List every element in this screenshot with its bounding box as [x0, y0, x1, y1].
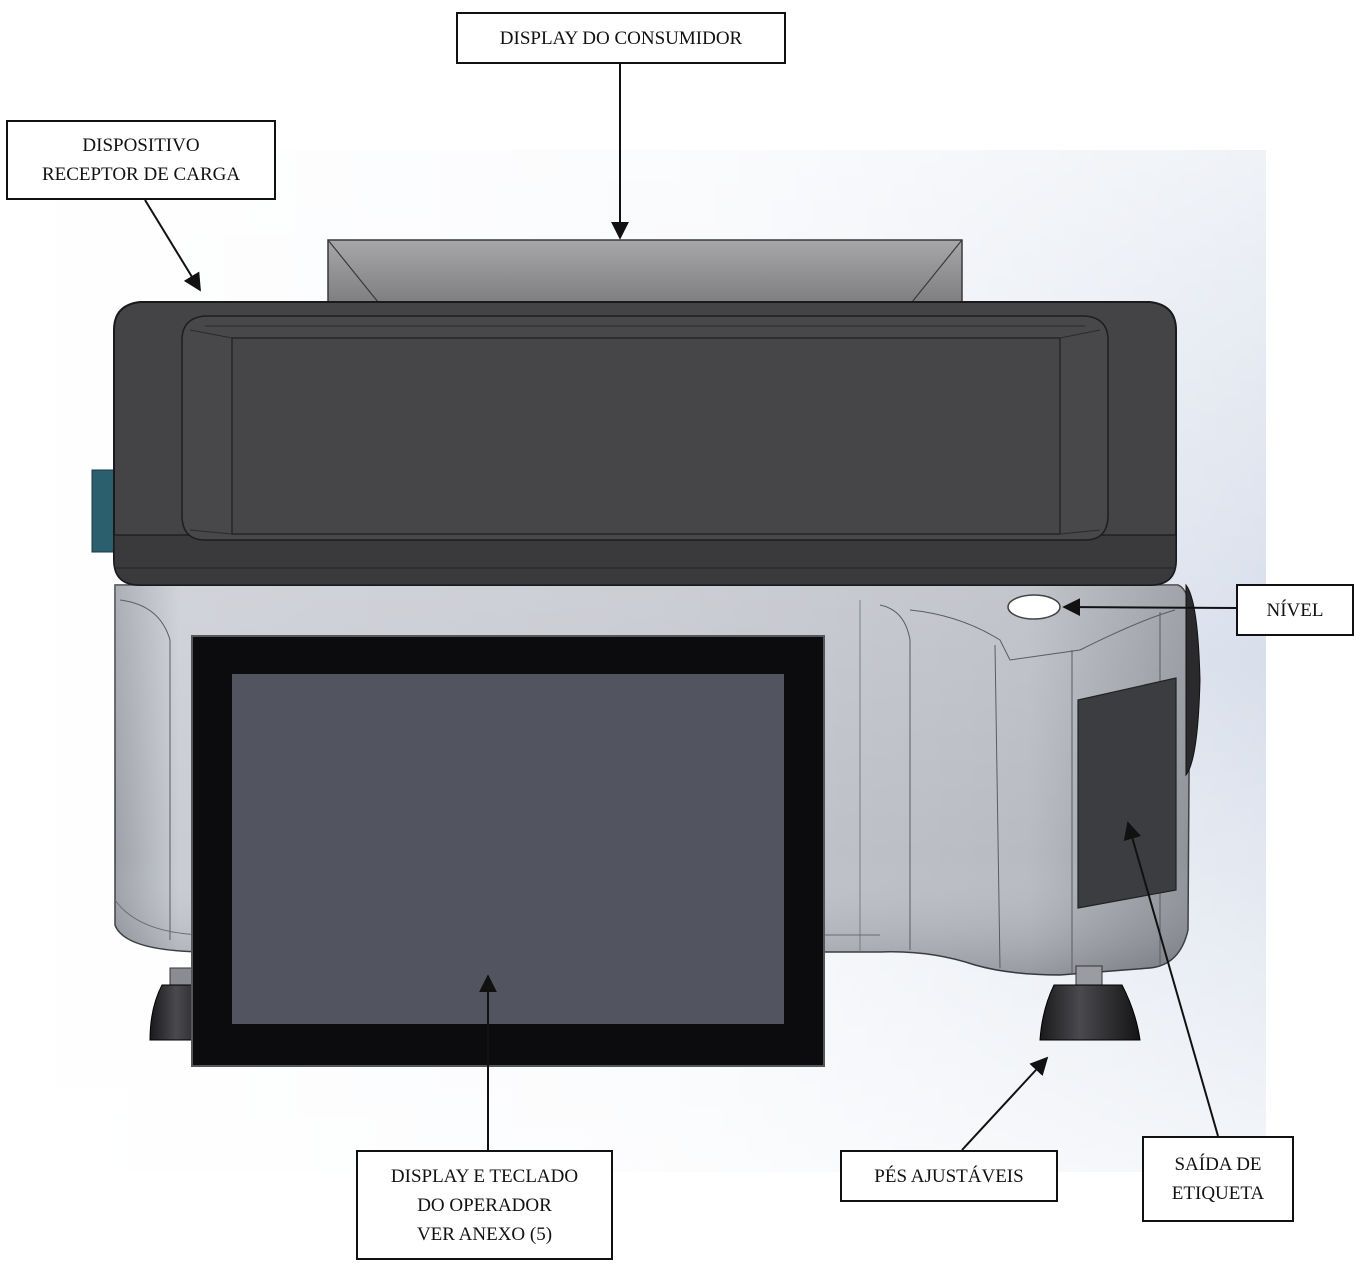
callout-operator-display-text: DISPLAY E TECLADO DO OPERADOR VER ANEXO … — [390, 1165, 579, 1245]
callout-level-text: NÍVEL — [1266, 599, 1324, 621]
callout-load-receptor-text: DISPOSITIVO RECEPTOR DE CARGA — [41, 135, 241, 185]
arrow-load-receptor — [144, 199, 201, 292]
callout-consumer-display: DISPLAY DO CONSUMIDOR — [456, 12, 786, 64]
callout-arrows — [144, 64, 1237, 1151]
arrow-label-exit — [1123, 821, 1219, 1137]
level-bubble — [1007, 594, 1061, 620]
callout-level: NÍVEL — [1236, 584, 1354, 636]
side-connector — [91, 469, 117, 553]
callout-label-exit: SAÍDA DE ETIQUETA — [1142, 1136, 1294, 1222]
side-knob — [1185, 583, 1201, 777]
label-exit-slot — [1077, 677, 1177, 909]
callout-adjustable-feet: PÉS AJUSTÁVEIS — [840, 1150, 1058, 1202]
operator-display — [191, 635, 825, 1067]
callout-load-receptor: DISPOSITIVO RECEPTOR DE CARGA — [6, 120, 276, 200]
callout-label-exit-text: SAÍDA DE ETIQUETA — [1171, 1154, 1265, 1204]
right-foot — [1039, 965, 1141, 1041]
consumer-display — [327, 239, 963, 309]
callout-adjustable-feet-text: PÉS AJUSTÁVEIS — [874, 1165, 1024, 1187]
callout-operator-display: DISPLAY E TECLADO DO OPERADOR VER ANEXO … — [356, 1150, 613, 1260]
callout-consumer-display-text: DISPLAY DO CONSUMIDOR — [499, 27, 743, 49]
arrow-adjustable-feet — [961, 1056, 1049, 1151]
load-receptor-tray — [113, 301, 1177, 586]
arrow-level — [1062, 598, 1237, 617]
